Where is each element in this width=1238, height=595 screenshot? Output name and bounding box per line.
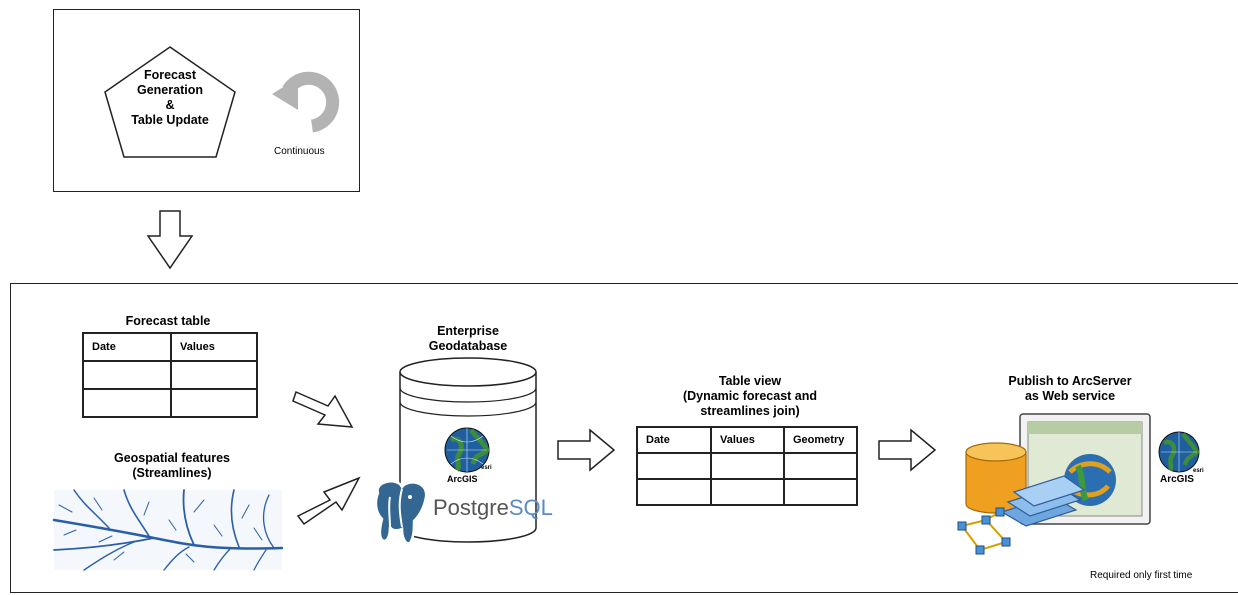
arcgis-globe-icon (444, 427, 491, 473)
arrow-table-to-db-icon (292, 390, 354, 428)
pentagon-label-line: & (165, 98, 175, 112)
footnote-required-first-time: Required only first time (1090, 570, 1193, 581)
pentagon-label-line: Generation (137, 83, 203, 97)
streamlines-map-image (52, 489, 284, 571)
empty-cell (710, 478, 785, 506)
column-header: Date (82, 332, 172, 362)
forecast-table-title: Forecast table (125, 314, 211, 328)
esri-mark: esri (481, 465, 492, 471)
forecast-generation-panel (53, 9, 360, 192)
down-arrow-icon (146, 210, 194, 270)
continuous-cycle-icon (272, 71, 340, 133)
arcserver-publish-icon (957, 413, 1151, 555)
pentagon-label: Forecast Generation & Table Update (112, 68, 228, 128)
pentagon-label-line: Table Update (131, 113, 209, 127)
geodatabase-title-line: Enterprise (437, 324, 499, 338)
empty-cell (170, 388, 258, 418)
empty-cell (783, 478, 858, 506)
arrow-features-to-db-icon (296, 476, 361, 526)
table-view-title-line: streamlines join) (700, 404, 800, 418)
arrow-view-to-publish-icon (878, 428, 937, 472)
forecast-table: Date Values (82, 332, 258, 418)
column-header: Values (170, 332, 258, 362)
table-view-title-line: Table view (718, 374, 782, 388)
esri-mark: esri (1193, 468, 1204, 474)
empty-cell (170, 360, 258, 390)
postgresql-elephant-icon (374, 480, 428, 545)
empty-cell (783, 452, 858, 480)
empty-cell (82, 388, 172, 418)
empty-cell (636, 478, 712, 506)
publish-title-line: Publish to ArcServer (1008, 374, 1132, 388)
postgresql-label-b: SQL (508, 495, 553, 520)
empty-cell (710, 452, 785, 480)
pentagon-label-line: Forecast (143, 68, 197, 82)
table-view-title-line: (Dynamic forecast and (682, 389, 818, 403)
publish-title: Publish to ArcServer as Web service (990, 374, 1150, 404)
column-header: Geometry (783, 426, 858, 454)
geospatial-title: Geospatial features (Streamlines) (82, 451, 262, 481)
pentagon-shape (104, 46, 236, 158)
geospatial-title-line: (Streamlines) (132, 466, 212, 480)
arrow-db-to-view-icon (557, 428, 616, 472)
table-view: Date Values Geometry (636, 426, 858, 506)
continuous-label: Continuous (274, 146, 325, 157)
column-header: Date (636, 426, 712, 454)
table-view-title: Table view (Dynamic forecast and streaml… (650, 374, 850, 419)
postgresql-label: PostgreSQL (433, 496, 553, 520)
empty-cell (636, 452, 712, 480)
pipeline-panel (10, 283, 1238, 593)
column-header: Values (710, 426, 785, 454)
arcgis-label: ArcGIS (447, 474, 478, 484)
geodatabase-title-line: Geodatabase (428, 339, 508, 353)
arcgis-globe-icon (1158, 431, 1200, 473)
empty-cell (82, 360, 172, 390)
postgresql-label-a: Postgre (433, 495, 509, 520)
publish-title-line: as Web service (1024, 389, 1116, 403)
geodatabase-title: Enterprise Geodatabase (405, 324, 531, 354)
geospatial-title-line: Geospatial features (113, 451, 230, 465)
arcgis-label: ArcGIS (1160, 474, 1194, 485)
